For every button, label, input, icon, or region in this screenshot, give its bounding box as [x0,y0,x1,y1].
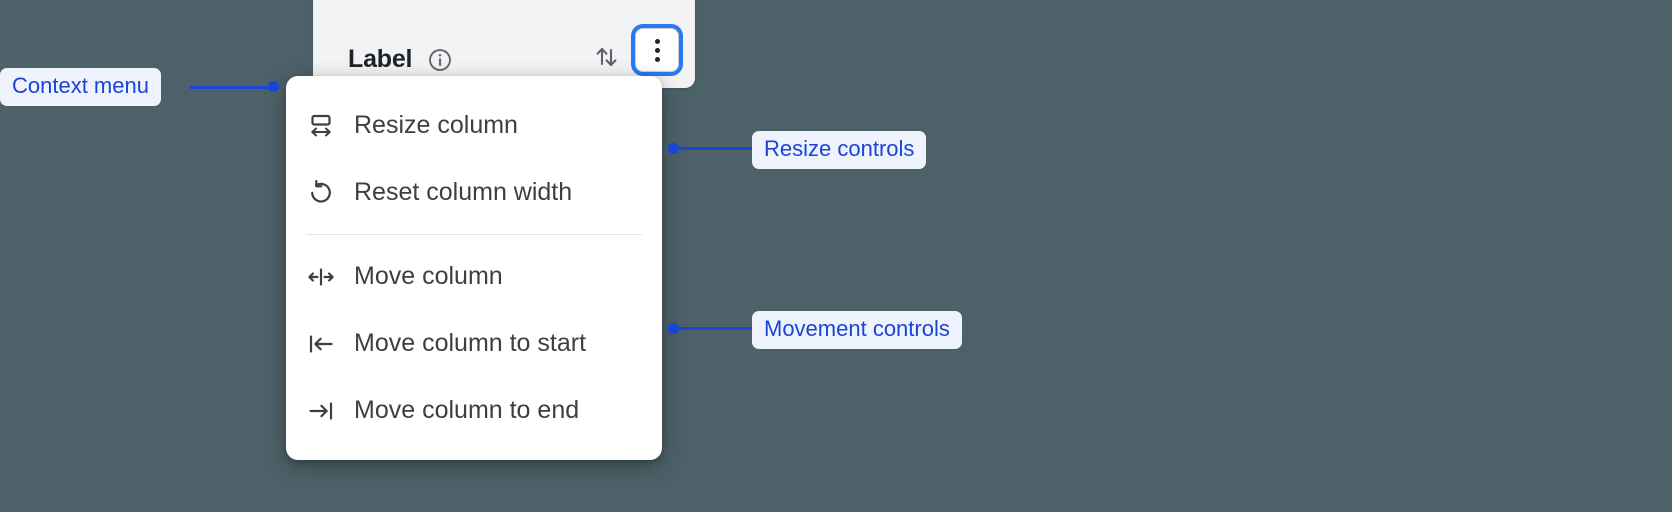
move-column-icon [306,262,336,292]
menu-item-label: Move column to start [354,329,587,357]
annotation-resize-controls: Resize controls [752,131,927,169]
reset-width-icon [306,178,336,208]
annotation-movement-controls: Movement controls [752,311,962,349]
kebab-menu-button[interactable] [635,28,679,72]
context-menu: Resize column Reset column width [286,76,662,460]
menu-divider [306,234,642,235]
menu-item-label: Resize column [354,111,518,139]
page-title: Label [348,45,413,73]
kebab-dot-top [654,38,660,44]
menu-item-move-column-to-start[interactable]: Move column to start [286,310,662,377]
info-circle-icon[interactable] [426,46,454,74]
annotation-anchor-dot [668,143,679,154]
annotation-leader-line [676,327,756,330]
annotation-anchor-dot [268,81,279,92]
kebab-dot-middle [654,47,660,53]
menu-item-label: Reset column width [354,178,573,206]
menu-item-label: Move column [354,262,503,290]
annotation-anchor-dot [668,323,679,334]
menu-item-reset-column-width[interactable]: Reset column width [286,159,662,226]
menu-item-move-column[interactable]: Move column [286,243,662,310]
menu-item-label: Move column to end [354,396,580,424]
kebab-dot-bottom [654,56,660,62]
resize-column-icon [306,111,336,141]
move-to-start-icon [306,329,336,359]
annotation-leader-line [676,147,756,150]
menu-item-resize-column[interactable]: Resize column [286,92,662,159]
menu-item-move-column-to-end[interactable]: Move column to end [286,377,662,444]
move-to-end-icon [306,396,336,426]
annotation-context-menu: Context menu [0,68,161,106]
annotation-leader-line [190,86,272,89]
sort-arrows-icon[interactable] [589,40,623,74]
column-header: Label [313,0,695,88]
